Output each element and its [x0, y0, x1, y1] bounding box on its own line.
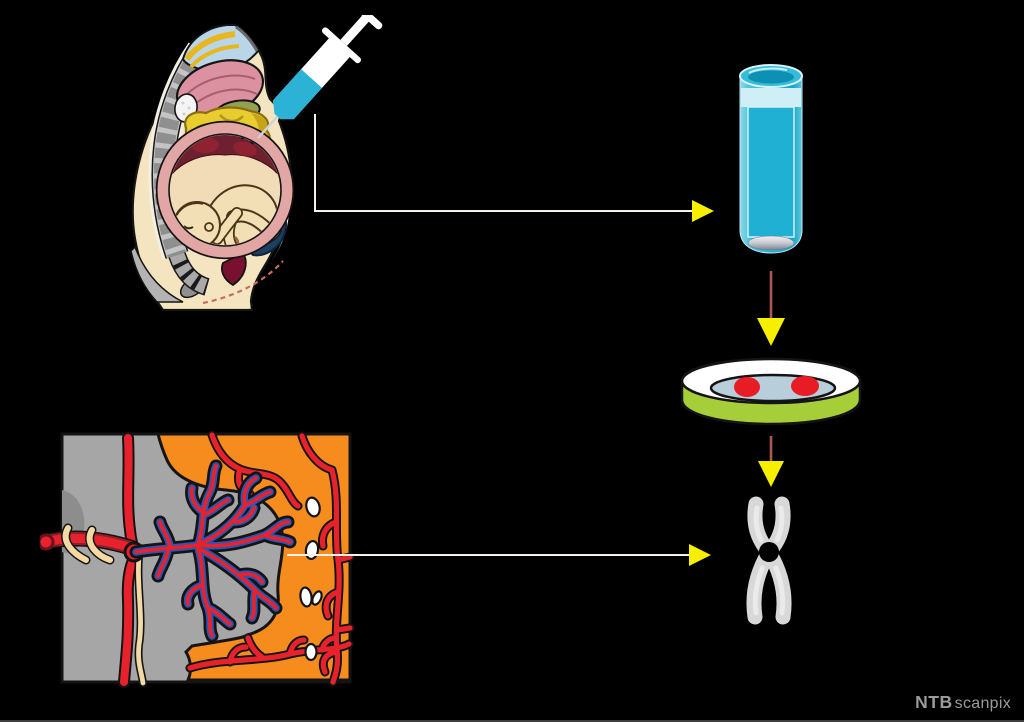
syringe-fluid: [273, 69, 322, 120]
syringe-needle: [257, 110, 283, 139]
tube-base: [747, 235, 795, 251]
diaphragm-arc: [184, 31, 236, 61]
connector-dish-to-chromosome: [758, 436, 784, 487]
umbilical-swirl: [230, 236, 240, 245]
cervix-region: [220, 251, 247, 287]
pregnant-woman-illustration: [130, 15, 383, 312]
centromere: [759, 542, 779, 562]
cell-1: [734, 377, 760, 397]
pelvis-bone: [130, 245, 184, 303]
chromosome-illustration: [746, 496, 792, 625]
maternal-tissue: [156, 432, 352, 682]
syringe-flange: [321, 27, 361, 64]
syringe: [257, 15, 383, 139]
arrowhead-right-icon: [689, 544, 711, 566]
tube-fluid: [747, 106, 795, 238]
maternal-vessels: [185, 430, 355, 687]
test-tube-illustration: [739, 64, 803, 254]
watermark-brand: NTB: [915, 692, 953, 712]
connector-tube-to-dish: [757, 271, 785, 346]
petri-dish-illustration: [680, 357, 862, 426]
arrowhead-down-icon: [758, 461, 784, 487]
arrowhead-down-icon: [757, 318, 785, 346]
dashed-line: [202, 260, 284, 305]
villous-tree: [129, 459, 297, 643]
pregnant-woman-figure: [130, 23, 295, 312]
placenta-illustration: [40, 430, 355, 688]
cell-2: [791, 376, 819, 396]
syringe-plunger-handle: [353, 15, 383, 30]
syringe-plunger-rod: [340, 15, 370, 46]
watermark-suffix: scanpix: [954, 695, 1011, 712]
watermark: NTB scanpix: [915, 692, 1011, 713]
arrowhead-right-icon: [692, 200, 714, 222]
bottom-border-line: [0, 720, 1024, 722]
